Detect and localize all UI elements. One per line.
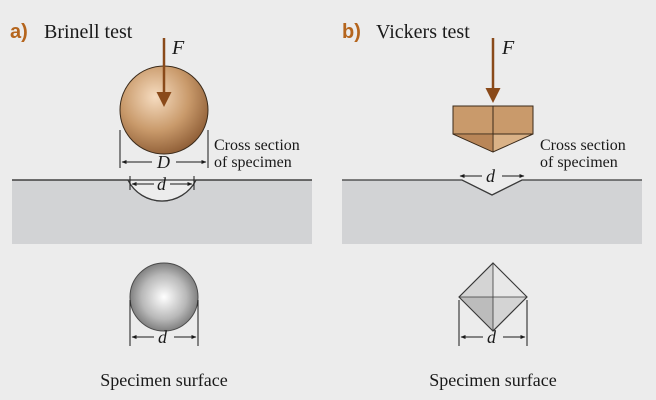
panel-letter-b: b) xyxy=(342,21,361,43)
panel-letter-a: a) xyxy=(10,21,28,43)
indent-width-dimension-a: d xyxy=(129,174,195,194)
cross-section-label-b1: Cross section xyxy=(540,137,626,154)
diameter-label-D: D xyxy=(156,152,170,172)
ball-diameter-dimension: D xyxy=(119,130,209,172)
surface-caption-a: Specimen surface xyxy=(100,370,227,390)
cross-section-label-a1: Cross section xyxy=(214,137,300,154)
brinell-specimen xyxy=(12,179,312,244)
vickers-specimen xyxy=(342,179,642,244)
surface-dimension-a: d xyxy=(129,300,199,347)
vickers-surface-diamond xyxy=(458,262,528,332)
cross-section-label-a2: of specimen xyxy=(214,154,292,171)
panel-title-a: Brinell test xyxy=(44,21,133,43)
vickers-panel: b) Vickers test F Cross section of speci… xyxy=(342,21,642,390)
brinell-panel: a) Brinell test F Cross section of speci… xyxy=(10,21,312,390)
surface-indent-label-a: d xyxy=(158,327,168,347)
surface-caption-b: Specimen surface xyxy=(429,370,556,390)
indent-label-b: d xyxy=(486,166,496,186)
panel-title-b: Vickers test xyxy=(376,21,470,43)
indent-width-dimension-b: d xyxy=(459,166,525,186)
vickers-pyramid-indenter xyxy=(452,105,534,153)
brinell-surface-dimple xyxy=(129,262,199,332)
surface-dimension-b: d xyxy=(458,300,528,347)
cross-section-label-b2: of specimen xyxy=(540,154,618,171)
force-label-b: F xyxy=(501,37,515,59)
force-label-a: F xyxy=(171,37,185,59)
surface-indent-label-b: d xyxy=(487,327,497,347)
indent-label-a: d xyxy=(157,174,167,194)
